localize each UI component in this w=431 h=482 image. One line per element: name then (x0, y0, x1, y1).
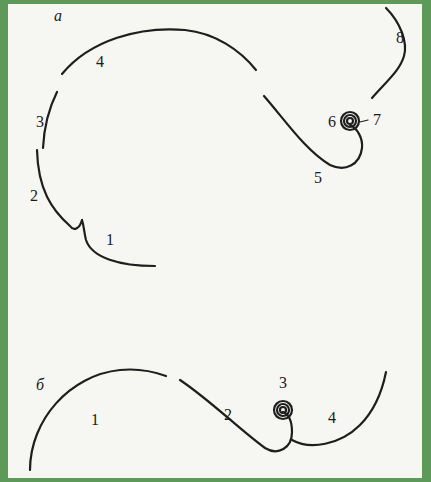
curve-segment (372, 8, 405, 98)
callout-number: 3 (279, 375, 287, 391)
spiral-symbol (277, 404, 289, 416)
callout-number: 1 (91, 412, 99, 428)
callout-number: 2 (224, 407, 232, 423)
spiral-symbol (280, 407, 286, 413)
curve-segment (180, 380, 292, 451)
leader-line (360, 120, 368, 122)
callout-number: 3 (36, 114, 44, 130)
curve-segment (37, 150, 82, 229)
curve-segment (292, 372, 386, 445)
curve-segment (264, 96, 362, 168)
curve-segment (30, 369, 166, 470)
panel-letter: а (54, 8, 62, 24)
callout-number: 5 (314, 170, 322, 186)
callout-number: 2 (30, 188, 38, 204)
callout-number: 4 (328, 410, 336, 426)
spiral-symbol (347, 118, 353, 124)
callout-number: 6 (328, 114, 336, 130)
curve-segment (43, 92, 57, 148)
curve-segment (82, 220, 155, 266)
spiral-symbol (344, 115, 356, 127)
spiral-symbol (274, 401, 292, 419)
callout-number: 1 (106, 232, 114, 248)
panel-letter: б (36, 377, 44, 393)
callout-number: 4 (96, 54, 104, 70)
callout-number: 7 (373, 112, 381, 128)
curve-segment (62, 29, 256, 74)
callout-number: 8 (396, 30, 404, 46)
paper-ground (8, 4, 422, 478)
spiral-symbol (341, 112, 359, 130)
